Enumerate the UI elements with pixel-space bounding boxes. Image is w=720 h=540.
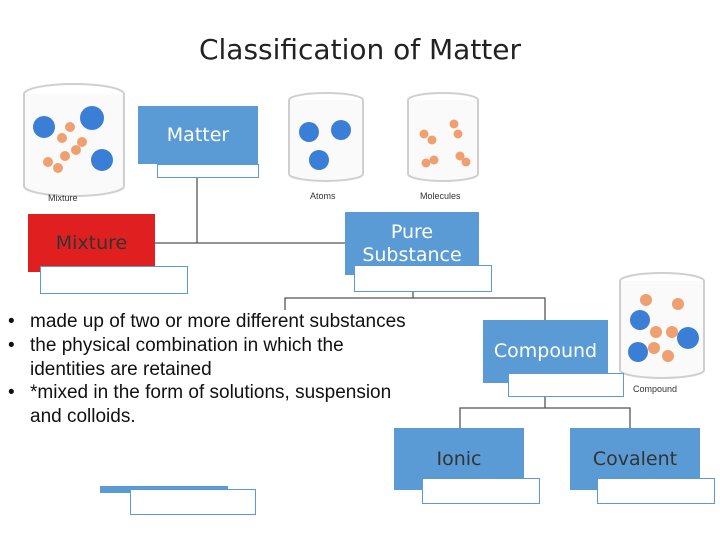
jar-label-compound: Compound — [633, 384, 678, 394]
node-covalent-caption-box — [597, 478, 715, 504]
mixture-jar-icon — [23, 83, 125, 197]
compound-jar-icon — [619, 272, 705, 379]
node-covalent-label: Covalent — [592, 447, 678, 470]
molecules-jar-icon — [407, 92, 479, 182]
node-pure-substance-caption-box — [354, 265, 492, 292]
node-mixture-label: Mixture — [55, 231, 128, 254]
mixture-note: *mixed in the form of solutions, suspens… — [8, 381, 420, 429]
jar-label-mixture: Mixture — [48, 193, 78, 203]
node-pure-substance-label: Pure Substance — [362, 220, 462, 266]
connector-compound-covalent — [545, 407, 631, 428]
node-compound: Compound — [483, 320, 608, 383]
mixture-note: the physical combination in which the id… — [8, 334, 420, 382]
node-matter-label: Matter — [166, 123, 230, 146]
node-matter-caption-box — [157, 164, 259, 178]
mixture-notes-list: made up of two or more different substan… — [4, 310, 420, 429]
node-pure-substance: Pure Substance — [345, 212, 479, 275]
page-title: Classification of Matter — [198, 33, 522, 66]
node-ionic-label: Ionic — [436, 447, 482, 470]
mixture-note: made up of two or more different substan… — [8, 310, 420, 334]
connector-matter-mixture — [155, 170, 198, 244]
connector-pure-mixture-notes — [284, 297, 413, 310]
node-compound-caption-box — [508, 373, 624, 397]
atoms-jar-icon — [288, 92, 364, 182]
node-mixture: Mixture — [28, 214, 155, 272]
node-compound-label: Compound — [493, 340, 598, 363]
node-mixture-caption-box — [40, 266, 188, 294]
node-matter: Matter — [138, 106, 258, 164]
jar-label-atoms: Atoms — [310, 191, 336, 201]
notes-caption-box — [130, 489, 256, 515]
jar-label-molecules: Molecules — [420, 191, 461, 201]
node-ionic-caption-box — [422, 478, 540, 504]
